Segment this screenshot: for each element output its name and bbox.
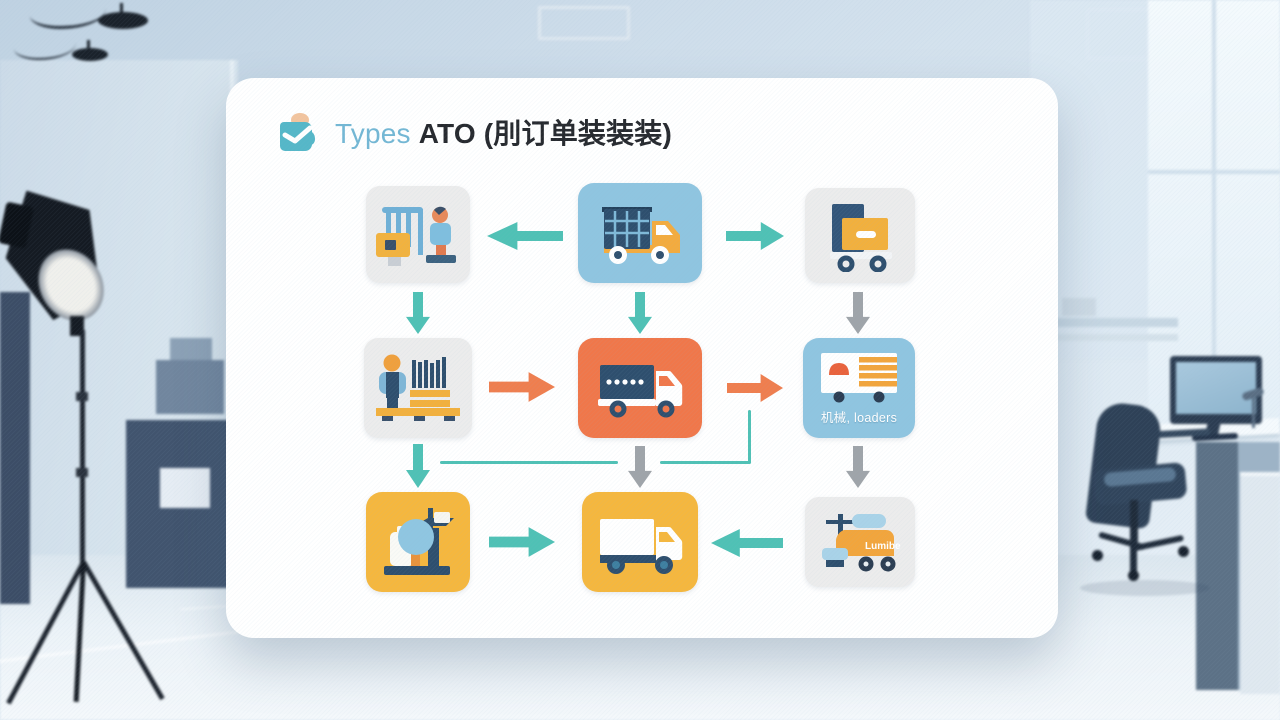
arrow-right-teal <box>489 527 555 557</box>
cell-label: 机械, loaders <box>820 410 898 425</box>
arrow-right-teal <box>726 222 784 250</box>
dotted-cargo-truck-icon <box>598 365 683 418</box>
cell-picking-station <box>364 338 472 438</box>
arrow-down-teal <box>628 292 652 334</box>
ceiling-lamp-stem <box>120 3 123 15</box>
chair-caster <box>1128 570 1139 581</box>
monitor-screen <box>1176 362 1256 414</box>
cell-cargo-truck <box>578 338 702 438</box>
cell-container-truck: 机械, loaders <box>803 338 915 438</box>
arrow-left-teal <box>711 529 783 557</box>
ceiling-lamp-icon <box>98 12 148 29</box>
office-chair-stem <box>1130 500 1138 542</box>
vehicle-label: Lumibe <box>865 541 901 552</box>
arrow-left-teal <box>487 222 563 250</box>
worker-rack-icon <box>376 206 456 266</box>
arrow-down-teal <box>406 292 430 334</box>
hand-truck-box-icon <box>830 203 892 272</box>
shelf-box <box>1062 298 1096 316</box>
chair-leg <box>1133 534 1185 552</box>
storage-box-icon <box>156 360 224 414</box>
arrow-down-gray <box>628 446 652 488</box>
ceiling-lamp-stem <box>87 40 90 50</box>
stand-knob <box>76 468 88 477</box>
title-light-part: Types <box>335 118 411 149</box>
ceiling-lamp-cable <box>30 0 106 29</box>
title-bold-part: ATO (刖订单装装装) <box>418 118 673 149</box>
cell-cage-truck <box>578 183 702 283</box>
drawer-unit <box>1240 472 1280 694</box>
scale-machine-icon <box>384 508 454 575</box>
shelf <box>1056 334 1178 341</box>
window-mullion <box>1148 170 1280 174</box>
chair-leg <box>1130 544 1137 574</box>
box-in-hand-icon <box>280 113 315 151</box>
ceiling-lamp-cable <box>14 32 76 60</box>
cage-truck-icon <box>602 207 680 264</box>
connector-line <box>440 461 618 464</box>
tug-forklift-icon: Lumibe <box>822 514 901 572</box>
connector-line <box>748 410 751 464</box>
cell-tug-vehicle: Lumibe <box>805 497 915 587</box>
cell-unload-station <box>366 186 470 283</box>
arrow-down-gray <box>846 446 870 488</box>
stand-knob <box>76 392 88 401</box>
cell-box-truck <box>582 492 698 592</box>
card-header: Types ATO (刖订单装装装) <box>276 110 672 154</box>
chair-shadow <box>1080 580 1210 596</box>
box-truck-icon <box>600 519 683 574</box>
skylight-frame <box>538 6 630 40</box>
ceiling-lamp-icon <box>72 48 108 61</box>
dark-wall-strip <box>0 292 30 604</box>
cell-hand-truck <box>805 188 915 283</box>
arrow-down-teal <box>406 444 430 488</box>
desk-lamp-pole <box>1252 396 1255 428</box>
arrow-right-orange <box>489 372 555 402</box>
page-title: Types ATO (刖订单装装装) <box>335 112 672 152</box>
connector-line <box>660 461 750 464</box>
desk-side-panel <box>1196 442 1238 690</box>
striped-container-truck-icon <box>821 352 897 402</box>
shelf <box>1056 318 1178 327</box>
cell-weigh-station <box>366 492 470 592</box>
light-stand-pole <box>80 330 85 570</box>
arrow-down-gray <box>846 292 870 334</box>
chair-caster <box>1092 550 1103 561</box>
worker-pallet-icon <box>376 354 460 421</box>
window-mullion <box>1212 0 1216 438</box>
arrow-right-orange <box>727 374 783 402</box>
cabinet-panel <box>160 468 210 508</box>
chair-caster <box>1178 546 1189 557</box>
